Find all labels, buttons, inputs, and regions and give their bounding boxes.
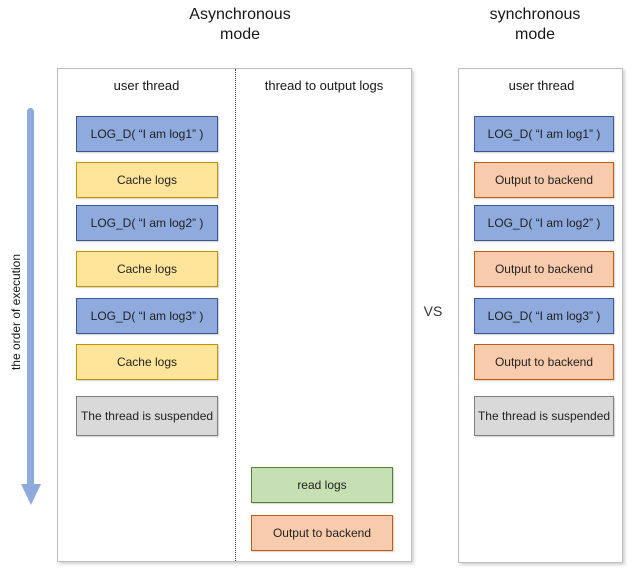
output-to-backend-box: Output to backend: [474, 162, 614, 198]
cache-logs-box: Cache logs: [76, 251, 218, 287]
execution-order-arrow: [27, 108, 34, 486]
sync-mode-title: synchronous mode: [489, 6, 581, 43]
log-call-box: LOG_D( “I am log1” ): [474, 116, 614, 152]
output-to-backend-box: Output to backend: [474, 344, 614, 380]
column-divider-dotted-line: [235, 69, 236, 561]
log-call-box: LOG_D( “I am log2” ): [474, 205, 614, 241]
execution-order-label: the order of execution: [9, 253, 23, 371]
cache-logs-box: Cache logs: [76, 344, 218, 380]
async-panel: user thread thread to output logs LOG_D(…: [57, 68, 412, 562]
thread-suspended-box: The thread is suspended: [474, 396, 614, 436]
log-call-box: LOG_D( “I am log3” ): [76, 298, 218, 334]
log-call-box: LOG_D( “I am log3” ): [474, 298, 614, 334]
sync-user-thread-header: user thread: [508, 78, 575, 93]
execution-order-arrow-head-icon: [21, 484, 41, 505]
async-output-thread-header: thread to output logs: [264, 78, 384, 93]
async-mode-title: Asynchronous mode: [189, 6, 291, 43]
log-call-box: LOG_D( “I am log1” ): [76, 116, 218, 152]
cache-logs-box: Cache logs: [76, 162, 218, 198]
async-user-thread-header: user thread: [113, 78, 180, 93]
vs-label: VS: [423, 303, 443, 319]
output-to-backend-box: Output to backend: [474, 251, 614, 287]
read-logs-box: read logs: [251, 467, 393, 503]
sync-panel: user thread LOG_D( “I am log1” ) Output …: [458, 68, 623, 563]
output-to-backend-box: Output to backend: [251, 515, 393, 551]
log-call-box: LOG_D( “I am log2” ): [76, 205, 218, 241]
thread-suspended-box: The thread is suspended: [76, 396, 218, 436]
